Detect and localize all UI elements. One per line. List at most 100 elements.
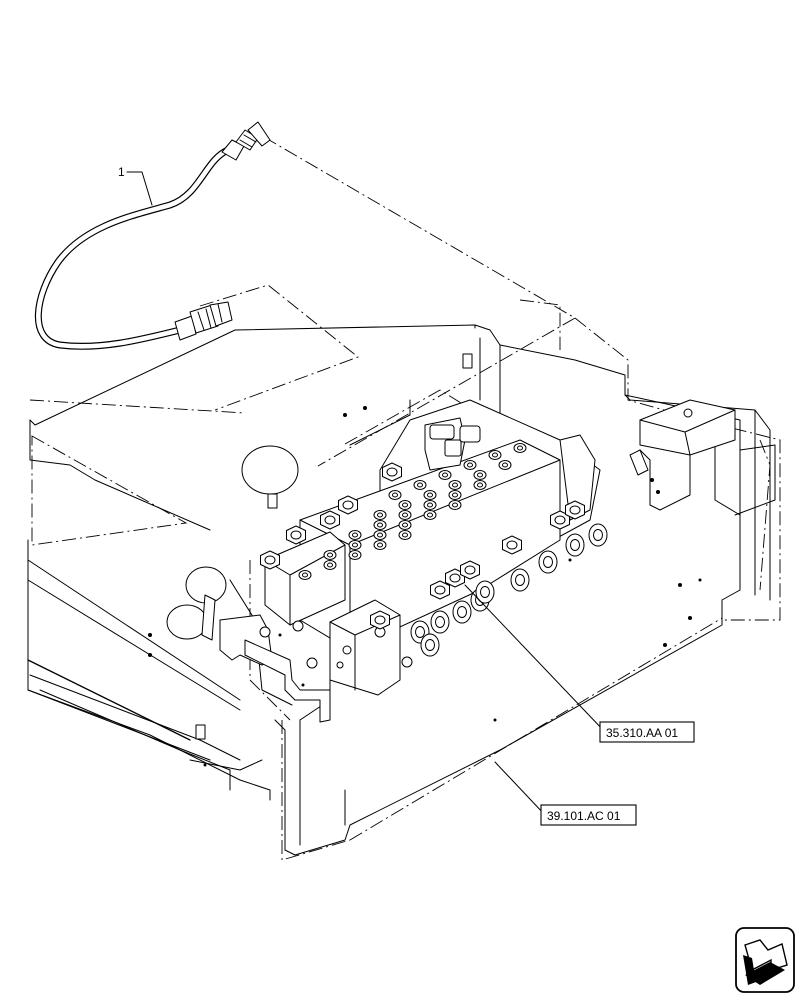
callout-ref-39[interactable]: 39.101.AC 01 xyxy=(494,761,637,826)
port-ring-inner xyxy=(452,492,458,498)
port-ring xyxy=(398,500,412,510)
hex-fitting xyxy=(565,500,585,520)
port-ring-inner xyxy=(327,552,333,558)
port-ring xyxy=(423,500,437,510)
port-ring-inner xyxy=(492,452,498,458)
port-ring xyxy=(323,550,337,560)
port-ring-inner xyxy=(477,482,483,488)
front-port-bore xyxy=(570,539,580,551)
front-port-bore xyxy=(543,556,553,568)
port-ring xyxy=(448,500,462,510)
callout-ref-35[interactable]: 35.310.AA 01 xyxy=(464,584,695,743)
front-port-bore xyxy=(415,626,425,638)
port-ring xyxy=(413,480,427,490)
arrow-icon[interactable] xyxy=(735,927,795,993)
hex-fitting-bore xyxy=(554,515,566,525)
port-ring xyxy=(373,510,387,520)
port-ring-inner xyxy=(327,562,333,568)
ref-35-310-label[interactable]: 35.310.AA 01 xyxy=(606,726,678,740)
port-ring xyxy=(423,490,437,500)
hex-fitting xyxy=(320,510,340,530)
front-port xyxy=(475,580,495,604)
hex-fitting xyxy=(260,550,280,570)
left-bracket xyxy=(201,594,331,723)
port-ring-inner xyxy=(377,522,383,528)
port-ring xyxy=(298,570,312,580)
port-ring xyxy=(398,510,412,520)
port-ring xyxy=(513,443,527,453)
port-ring xyxy=(498,460,512,470)
port-rings xyxy=(298,443,527,580)
front-port xyxy=(510,568,530,592)
port-ring-inner xyxy=(427,492,433,498)
port-ring-inner xyxy=(402,502,408,508)
hex-fitting xyxy=(370,610,390,630)
hex-fitting-bore xyxy=(449,573,461,583)
front-port-bore xyxy=(457,606,467,618)
front-port xyxy=(452,600,472,624)
port-ring-inner xyxy=(392,492,398,498)
port-ring xyxy=(323,560,337,570)
port-ring xyxy=(398,520,412,530)
port-ring xyxy=(398,530,412,540)
port-ring-inner xyxy=(402,512,408,518)
port-ring-inner xyxy=(502,462,508,468)
port-ring xyxy=(348,530,362,540)
front-port-bore xyxy=(515,574,525,586)
port-ring xyxy=(373,540,387,550)
port-ring-inner xyxy=(452,502,458,508)
port-ring-inner xyxy=(402,522,408,528)
port-ring xyxy=(448,480,462,490)
hex-fitting-bore xyxy=(464,565,476,575)
port-ring-inner xyxy=(377,532,383,538)
port-ring-inner xyxy=(467,462,473,468)
hex-fittings xyxy=(260,462,585,630)
port-ring-inner xyxy=(427,512,433,518)
hex-fitting-bore xyxy=(386,467,398,477)
hex-fitting xyxy=(286,525,306,545)
front-port xyxy=(588,523,608,547)
hex-fitting-bore xyxy=(569,505,581,515)
front-port-bore xyxy=(435,616,445,628)
phantom-outlines xyxy=(29,136,781,861)
hex-fitting-bore xyxy=(506,540,518,550)
frame-chassis xyxy=(27,324,776,856)
port-ring-inner xyxy=(352,552,358,558)
hex-fitting-bore xyxy=(290,530,302,540)
port-ring-inner xyxy=(417,482,423,488)
front-port-bore xyxy=(593,529,603,541)
port-ring xyxy=(373,530,387,540)
port-ring-inner xyxy=(442,472,448,478)
hex-fitting-bore xyxy=(264,555,276,565)
hex-fitting xyxy=(338,495,358,515)
port-ring xyxy=(388,490,402,500)
hose-assembly xyxy=(34,121,271,350)
port-ring xyxy=(348,550,362,560)
hex-fitting-bore xyxy=(434,585,446,595)
port-ring-inner xyxy=(402,532,408,538)
port-ring xyxy=(448,490,462,500)
port-ring xyxy=(473,480,487,490)
hex-fitting xyxy=(460,560,480,580)
port-ring-inner xyxy=(477,472,483,478)
port-ring-inner xyxy=(352,532,358,538)
port-ring xyxy=(348,540,362,550)
callout-item-1: 1 xyxy=(118,165,153,206)
hex-fitting xyxy=(430,580,450,600)
port-ring-inner xyxy=(427,502,433,508)
port-ring xyxy=(438,470,452,480)
front-port xyxy=(420,633,440,657)
front-port xyxy=(565,533,585,557)
port-ring xyxy=(373,520,387,530)
port-ring-inner xyxy=(452,482,458,488)
port-ring-inner xyxy=(377,542,383,548)
bracket-right xyxy=(629,399,736,494)
front-port-bore xyxy=(425,639,435,651)
front-port xyxy=(538,550,558,574)
front-ports xyxy=(410,523,608,657)
ref-39-101-label[interactable]: 39.101.AC 01 xyxy=(547,809,621,823)
port-ring xyxy=(473,470,487,480)
port-ring xyxy=(423,510,437,520)
hex-fitting-bore xyxy=(342,500,354,510)
